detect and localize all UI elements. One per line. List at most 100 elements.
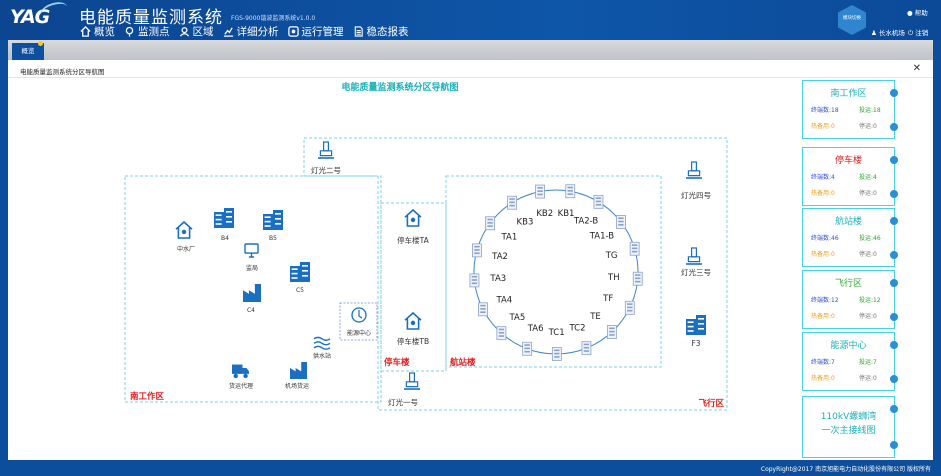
ring-node-label: TF [602, 294, 613, 304]
zone-card[interactable]: 停车楼 终端数:4 投运:4 热备用:0 停运:0 [802, 147, 898, 206]
card-offline: 停运:0 [859, 190, 877, 197]
ring-node-label: KB2 [536, 209, 553, 219]
terminal-cabinet-icon[interactable] [535, 184, 546, 199]
terminal-cabinet-icon[interactable] [485, 216, 495, 231]
main-wiring-diagram-card[interactable]: 110kV螺蛳湾 一次主接线图 [802, 396, 898, 458]
panel-divider [8, 77, 933, 78]
terminal-zone-outline [445, 175, 662, 368]
zone-card[interactable]: 能源中心 终端数:7 投运:7 热备用:0 停运:0 [802, 332, 898, 391]
energy-center-frame[interactable] [339, 302, 378, 341]
light-1-icon[interactable] [404, 372, 420, 390]
nav-reports[interactable]: 稳态报表 [353, 24, 409, 39]
ring-node-label: TA2-B [573, 217, 599, 227]
terminal-cabinet-icon[interactable] [581, 341, 592, 356]
card-offline: 停运:0 [859, 375, 877, 382]
freight-agent-icon[interactable] [232, 364, 249, 379]
parking-ta-icon[interactable] [404, 208, 422, 227]
terminal-cabinet-icon[interactable] [606, 325, 617, 339]
terminal-cabinet-icon[interactable] [551, 347, 562, 361]
building-label: B5 [269, 235, 277, 242]
terminal-cabinet-icon[interactable] [565, 184, 576, 199]
card-notch [890, 251, 898, 259]
building-c5-icon[interactable] [290, 262, 310, 282]
user-menu[interactable]: ♟ 长水机场 [871, 29, 905, 37]
card-total: 终端数:46 [811, 235, 839, 242]
building-b5-icon[interactable] [263, 210, 283, 230]
nav-label: 详细分析 [236, 26, 279, 38]
module-switch-button[interactable]: 模块切换 [838, 5, 866, 35]
tab-overview[interactable]: 概览 [12, 43, 44, 60]
building-label: 中水厂 [177, 245, 195, 253]
footer: CopyRight@2017 南京旭能电力自动化股份有限公司 版权所有 [0, 460, 941, 476]
water-supply-icon[interactable] [313, 336, 331, 350]
building-c4-icon[interactable] [243, 284, 261, 302]
light-label: 灯光二号 [311, 165, 341, 175]
terminal-cabinet-icon[interactable] [522, 341, 533, 356]
parking-zone-outline [380, 202, 447, 372]
terminal-cabinet-icon[interactable] [616, 215, 626, 229]
card-notch [890, 341, 898, 349]
building-b4-icon[interactable] [214, 208, 234, 228]
card-notch [890, 123, 898, 131]
terminal-cabinet-icon[interactable] [478, 302, 488, 317]
close-icon[interactable]: ✕ [912, 63, 921, 74]
zone-label-flight: 飞行区 [698, 398, 724, 409]
tab-status-dot [38, 41, 43, 46]
map-title: 电能质量监测系统分区导航图 [341, 81, 458, 93]
copyright-text: CopyRight@2017 南京旭能电力自动化股份有限公司 版权所有 [760, 466, 931, 473]
zone-label-south: 南工作区 [130, 391, 165, 402]
wiring-card-line2: 一次主接线图 [821, 426, 876, 436]
nav-operations[interactable]: 运行管理 [287, 24, 344, 39]
building-label: 机场货运 [285, 382, 309, 390]
terminal-cabinet-icon[interactable] [624, 300, 635, 315]
light-label: 灯光四号 [681, 190, 711, 200]
building-label: 监局 [246, 264, 258, 272]
nav-area[interactable]: 区域 [179, 24, 214, 39]
app-title: 电能质量监测系统 [79, 8, 223, 28]
ring-node-label: TE [589, 312, 601, 322]
terminal-cabinet-icon[interactable] [472, 243, 482, 258]
home-icon [80, 26, 91, 37]
energy-center-icon-detail [358, 310, 363, 319]
card-offline: 停运:0 [859, 123, 877, 130]
wiring-card-line1: 110kV螺蛳湾 [820, 412, 877, 422]
terminal-cabinet-icon[interactable] [629, 241, 640, 256]
card-total: 终端数:12 [811, 297, 839, 304]
building-label: C5 [296, 287, 304, 294]
light-4-icon[interactable] [686, 161, 702, 179]
nav-analysis[interactable]: 详细分析 [223, 24, 279, 39]
zone-card[interactable]: 航站楼 终端数:46 投运:46 热备用:0 停运:0 [802, 208, 898, 267]
parking-tb-icon[interactable] [404, 311, 422, 330]
zone-card[interactable]: 南工作区 终端数:18 投运:18 热备用:0 停运:0 [802, 80, 898, 139]
ring-node-label: TC2 [568, 324, 585, 334]
ring-node-label: TA3 [489, 274, 506, 284]
terminal-cabinet-icon[interactable] [469, 273, 480, 288]
app-header: YAG 电能质量监测系统 FGS-9000谐波监测系统v1.0.0 概览 监测点… [0, 0, 941, 40]
logout-link[interactable]: ⏻ 注销 [908, 29, 929, 37]
logout-label: 注销 [915, 29, 929, 37]
card-notch [890, 217, 898, 225]
parking-label: 停车楼TA [397, 235, 429, 245]
zone-card[interactable]: 飞行区 终端数:12 投运:12 热备用:0 停运:0 [802, 270, 898, 329]
light-2-icon[interactable] [318, 141, 334, 159]
energy-center-icon[interactable] [351, 307, 367, 323]
user-label: 长水机场 [878, 29, 905, 37]
ring-node-label: TH [607, 273, 620, 283]
nav-monitor-points[interactable]: 监测点 [124, 24, 170, 39]
light-3-icon[interactable] [686, 247, 702, 265]
terminal-cabinet-icon[interactable] [496, 326, 507, 341]
help-link[interactable]: ● 帮助 [907, 9, 928, 17]
card-online: 投运:18 [859, 107, 881, 114]
terminal-cabinet-icon[interactable] [593, 194, 604, 209]
building-label: 货运代理 [229, 382, 253, 390]
terminal-cabinet-icon[interactable] [507, 195, 518, 210]
airport-freight-icon[interactable] [290, 362, 307, 379]
nav-overview[interactable]: 概览 [80, 24, 115, 39]
building-label: 供水站 [313, 352, 331, 360]
document-icon [354, 26, 363, 37]
nav-label: 监测点 [138, 26, 170, 38]
admin-office-icon[interactable] [244, 243, 259, 258]
flight-f3-icon[interactable] [686, 315, 706, 335]
terminal-cabinet-icon[interactable] [632, 271, 643, 286]
water-plant-icon[interactable] [175, 220, 193, 239]
